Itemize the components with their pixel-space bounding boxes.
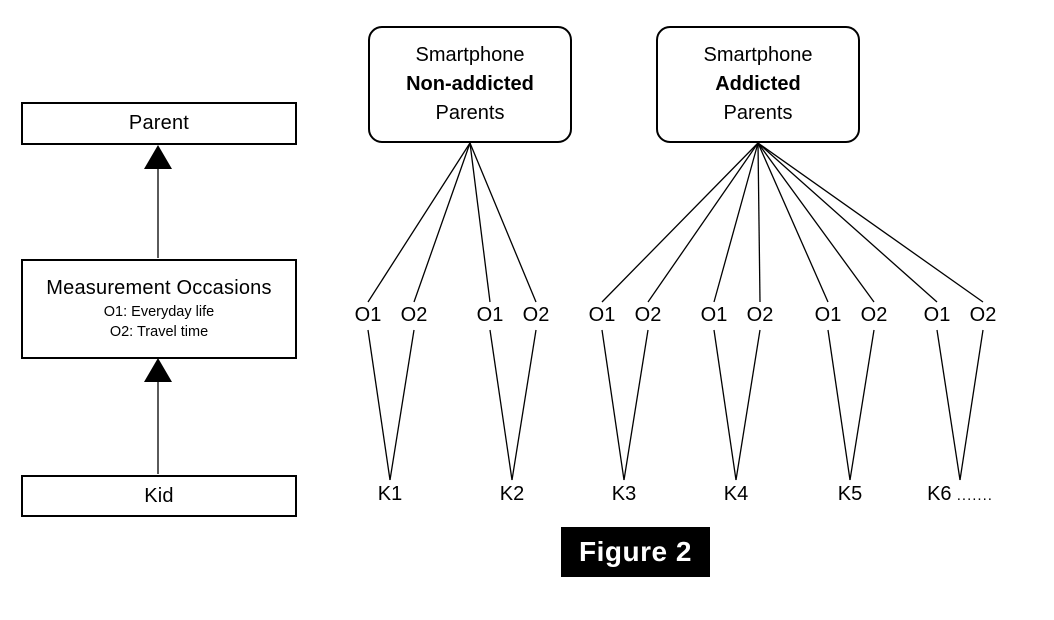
occasion-label-addicted-2-o2: O2 — [634, 304, 662, 326]
edge-addicted-to-occasion-7 — [757, 142, 761, 303]
group-non-addicted-line-1: Smartphone — [415, 44, 525, 66]
edge-occasion-to-k6-0 — [936, 329, 961, 481]
occasion-label-non-addicted-0-o2: O2 — [400, 304, 428, 326]
edge-non-addicted-to-occasion-2 — [469, 142, 491, 303]
group-addicted-line-3: Parents — [723, 102, 793, 124]
edge-occasion-to-k4-0 — [713, 329, 737, 481]
legend-box-kid: Kid — [21, 475, 297, 517]
group-box-addicted-parents: Smartphone Addicted Parents — [656, 26, 860, 143]
occasion-label-addicted-5-o2: O2 — [969, 304, 997, 326]
edge-addicted-to-occasion-11 — [757, 142, 984, 303]
legend-kid-title: Kid — [144, 484, 174, 507]
edge-occasion-to-k5-1 — [849, 329, 875, 481]
kid-label-k6: K6 ....... — [927, 483, 993, 505]
edge-occasion-to-k4-1 — [735, 329, 761, 481]
edge-occasion-to-k1-0 — [367, 329, 391, 481]
kid-label-k1: K1 — [377, 483, 403, 505]
edge-addicted-to-occasion-8 — [757, 142, 829, 303]
edge-occasion-to-k2-0 — [489, 329, 513, 481]
group-addicted-line-2: Addicted — [715, 73, 801, 95]
group-non-addicted-line-2: Non-addicted — [406, 73, 534, 95]
occasion-label-addicted-3-o2: O2 — [746, 304, 774, 326]
occasion-label-addicted-4-o1: O1 — [814, 304, 842, 326]
kid-label-k3: K3 — [611, 483, 637, 505]
occasion-label-addicted-4-o2: O2 — [860, 304, 888, 326]
kid-label-k2: K2 — [499, 483, 525, 505]
occasion-label-addicted-2-o1: O1 — [588, 304, 616, 326]
legend-box-measurement-occasions: Measurement Occasions O1: Everyday life … — [21, 259, 297, 359]
edge-occasion-to-k3-1 — [623, 329, 649, 481]
occasion-label-non-addicted-1-o1: O1 — [476, 304, 504, 326]
kid-label-ellipsis: ....... — [951, 487, 993, 504]
group-non-addicted-line-3: Parents — [435, 102, 505, 124]
edge-addicted-to-occasion-10 — [757, 142, 938, 303]
arrow-measurement-to-parent-head — [144, 145, 172, 169]
edge-non-addicted-to-occasion-0 — [367, 142, 471, 303]
legend-measurement-o1: O1: Everyday life — [103, 304, 215, 320]
legend-box-parent: Parent — [21, 102, 297, 145]
edge-occasion-to-k3-0 — [601, 329, 625, 481]
arrow-kid-to-measurement-head — [144, 358, 172, 382]
legend-measurement-title: Measurement Occasions — [46, 277, 272, 299]
edge-occasion-to-k6-1 — [959, 329, 984, 481]
kid-label-k5: K5 — [837, 483, 863, 505]
edge-addicted-to-occasion-9 — [757, 142, 875, 303]
occasion-label-non-addicted-0-o1: O1 — [354, 304, 382, 326]
edge-addicted-to-occasion-4 — [601, 142, 759, 303]
occasion-label-addicted-5-o1: O1 — [923, 304, 951, 326]
figure-caption: Figure 2 — [561, 527, 710, 577]
occasion-label-non-addicted-1-o2: O2 — [522, 304, 550, 326]
edge-non-addicted-to-occasion-1 — [413, 142, 471, 303]
edge-occasion-to-k5-0 — [827, 329, 851, 481]
edge-occasion-to-k1-1 — [389, 329, 415, 481]
kid-label-k4: K4 — [723, 483, 749, 505]
legend-parent-title: Parent — [128, 112, 190, 134]
occasion-label-addicted-3-o1: O1 — [700, 304, 728, 326]
edge-occasion-to-k2-1 — [511, 329, 537, 481]
edge-addicted-to-occasion-5 — [647, 142, 759, 303]
legend-measurement-o2: O2: Travel time — [109, 324, 209, 340]
group-addicted-line-1: Smartphone — [703, 44, 813, 66]
edge-addicted-to-occasion-6 — [713, 142, 759, 303]
edge-non-addicted-to-occasion-3 — [469, 142, 537, 303]
group-box-non-addicted-parents: Smartphone Non-addicted Parents — [368, 26, 572, 143]
